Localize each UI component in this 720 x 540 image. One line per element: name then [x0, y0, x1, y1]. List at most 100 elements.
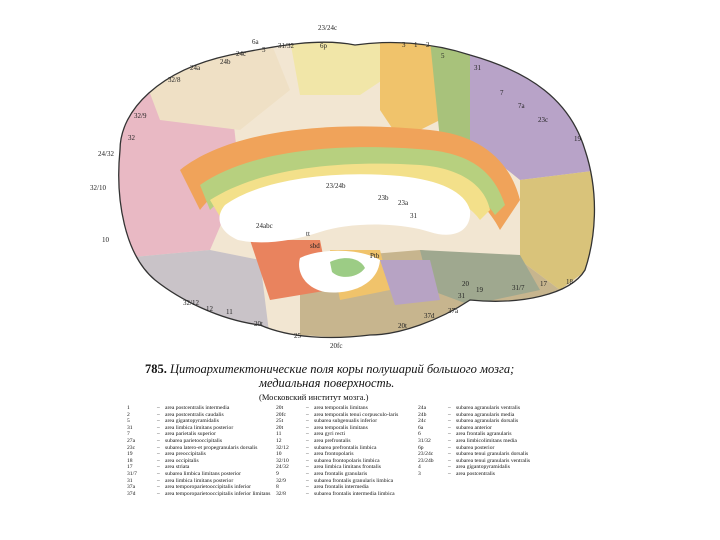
legend-code: 6a — [418, 424, 424, 431]
legend-dash: – — [448, 464, 451, 471]
legend-row: 31/32–area limbicolimitans media — [418, 438, 568, 445]
legend-row: 12–area prefrontalis — [276, 438, 416, 445]
legend-desc: subarea prefrontalis limbica — [314, 444, 377, 451]
legend-dash: – — [157, 405, 160, 411]
legend-row: 5–area gigantopyramidalis — [127, 418, 277, 425]
map-label: 3 — [402, 41, 406, 49]
legend-code: 37a — [127, 484, 136, 491]
legend-code: 32/9 — [276, 477, 286, 484]
legend-code: 20fc — [276, 411, 286, 418]
legend-desc: area limbica limitans frontalis — [314, 464, 381, 471]
map-label: 7 — [500, 89, 504, 97]
map-label: 32/8 — [168, 76, 181, 84]
legend-dash: – — [306, 490, 309, 497]
map-label: 5 — [441, 52, 445, 60]
legend-code: 8 — [276, 484, 279, 491]
legend-code: 31/32 — [418, 437, 431, 444]
map-label: 37d — [424, 312, 435, 320]
legend-desc: subarea posterior — [456, 444, 495, 451]
legend-dash: – — [306, 451, 309, 458]
legend-code: 23/24b — [418, 457, 434, 464]
legend-row: 31/7 –subarea limbica limitans posterior — [127, 471, 277, 478]
legend-row: 20t–area temporalis limitans — [276, 405, 416, 412]
legend-dash: – — [306, 470, 309, 477]
legend-row: 24/32–area limbica limitans frontalis — [276, 464, 416, 471]
legend-row: 20fc–area temporalis tenui corpusculo-la… — [276, 412, 416, 419]
legend-dash: – — [306, 484, 309, 491]
legend-desc: area limbica limitans posterior — [165, 477, 234, 484]
legend-row: 24a–subarea agranularis ventralis — [418, 405, 568, 412]
legend-code: 2 — [127, 411, 130, 418]
legend-code: 12 — [276, 437, 282, 444]
legend-dash: – — [157, 490, 160, 497]
legend-code: 31/7 — [127, 470, 137, 477]
legend-dash: – — [157, 484, 160, 491]
legend-dash: – — [306, 411, 309, 418]
legend-code: 20t — [276, 424, 284, 431]
map-label: 1 — [414, 41, 418, 49]
map-label: 32/9 — [134, 112, 147, 120]
legend-desc: area preoccipitalis — [165, 451, 206, 458]
legend-desc: area frontopolaris — [314, 451, 354, 458]
legend-row: 23/24c–subarea tenui granularis dorsalis — [418, 451, 568, 458]
map-label: 10 — [102, 236, 110, 244]
map-label: 24c — [236, 50, 246, 58]
legend-row: 19–area preoccipitalis — [127, 451, 277, 458]
legend-row: 31–area limbica limitans posterior — [127, 425, 277, 432]
legend-dash: – — [448, 424, 451, 431]
map-label: 25 — [294, 332, 302, 340]
legend-dash: – — [448, 470, 451, 477]
map-label: 32 — [128, 134, 136, 142]
legend-dash: – — [448, 457, 451, 464]
legend-dash: – — [448, 411, 451, 418]
legend-code: 6 — [418, 431, 421, 438]
legend-code: 23/24c — [418, 451, 434, 458]
legend-desc: area occipitalis — [165, 457, 199, 464]
figure-number: 785. — [145, 362, 167, 376]
legend-row: 27a–subarea parietooccipitalis — [127, 438, 277, 445]
legend-row: 6p–subarea posterior — [418, 445, 568, 452]
legend-row: 11–area gyri recti — [276, 431, 416, 438]
legend-desc: area gigantopyramidalis — [165, 418, 219, 425]
legend-dash: – — [157, 470, 160, 477]
legend-desc: area parietalis superior — [165, 431, 216, 438]
map-label: 24b — [220, 58, 231, 66]
map-label: 7a — [518, 102, 526, 110]
legend-dash: – — [306, 457, 309, 464]
legend-code: 9 — [276, 470, 279, 477]
legend-desc: subarea agranularis dorsalis — [456, 418, 519, 425]
legend-desc: area frontalis granularis — [314, 470, 368, 477]
map-label: 32/10 — [90, 184, 106, 192]
legend-row: 20t–area temporalis limitans — [276, 425, 416, 432]
legend-dash: – — [306, 424, 309, 431]
legend-desc: subarea agranularis media — [456, 411, 515, 418]
map-label: 24abc — [256, 222, 273, 230]
map-label: 24/32 — [98, 150, 114, 158]
legend-dash: – — [157, 451, 160, 458]
map-label: 31/32 — [278, 42, 294, 50]
map-label: 23b — [378, 194, 389, 202]
legend-code: 31 — [127, 477, 133, 484]
map-label: 31 — [474, 64, 482, 72]
legend-desc: area postcentralis caudalis — [165, 411, 224, 418]
legend-code: 6p — [418, 444, 424, 451]
cortex-map: 23/24c 6a 31/32 5 6p 24c 24b 24a 3 1 2 5… — [90, 24, 596, 350]
legend-row: 23c–subarea latero-et propegranularis do… — [127, 445, 277, 452]
legend-desc: subarea limbica limitans posterior — [165, 470, 241, 477]
legend-desc: subarea frontopolaris limbica — [314, 457, 380, 464]
legend-dash: – — [157, 437, 160, 444]
legend-dash: – — [448, 405, 451, 411]
legend-desc: subarea parietooccipitalis — [165, 437, 222, 444]
legend-row: 24c–subarea agranularis dorsalis — [418, 418, 568, 425]
legend-desc: area temporalis limitans — [314, 405, 368, 411]
map-label: 11 — [226, 308, 233, 316]
legend-row: 1–area postcentralis intermedia — [127, 405, 277, 412]
figure-title-line2: медиальная поверхность. — [259, 376, 395, 390]
legend-desc: subarea subgenualis inferior — [314, 418, 378, 425]
map-label: 31/7 — [512, 284, 525, 292]
figure-caption: 785. Цитоархитектонические поля коры пол… — [145, 362, 565, 402]
legend-code: 10 — [276, 451, 282, 458]
legend-desc: area limbica limitans posterior — [165, 424, 234, 431]
